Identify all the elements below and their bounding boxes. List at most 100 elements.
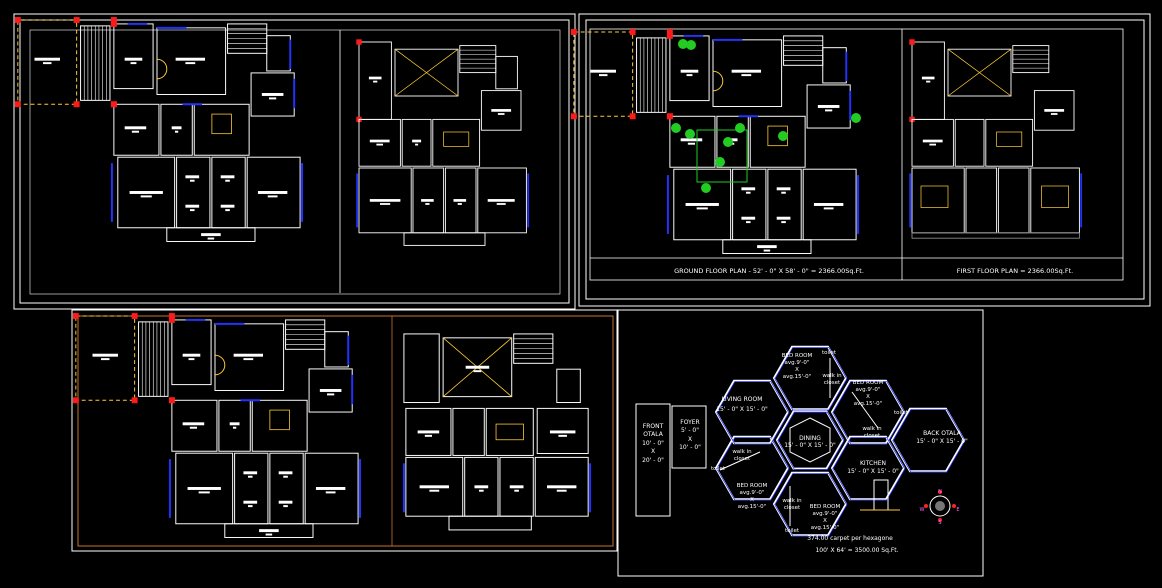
room-label-bar: [926, 80, 931, 83]
bedroom-top-label: BED ROOM avg.9'-0" X avg.15'-0": [782, 353, 813, 380]
column-marker: [73, 17, 80, 23]
svg-text:avg.15'-0": avg.15'-0": [783, 374, 811, 380]
door-swing: [712, 80, 724, 92]
room-wall: [176, 156, 211, 229]
room-wall: [218, 399, 251, 452]
room-label-bar: [491, 109, 512, 112]
room-label-bar: [412, 139, 422, 143]
svg-text:X: X: [750, 497, 754, 503]
room-label-bar: [680, 69, 699, 73]
room-label-bar: [376, 143, 383, 146]
floor-plan-upper: [356, 39, 530, 246]
room-label-bar: [1044, 109, 1065, 112]
column-marker: [14, 101, 21, 108]
svg-text:walk in: walk in: [822, 373, 842, 379]
room-label-bar: [42, 62, 52, 65]
room-label-bar: [124, 57, 143, 61]
walk-in-closet-labels: walk in closet walk in closet walk in cl…: [732, 373, 882, 511]
room-wall: [477, 167, 527, 234]
room-label-bar: [696, 207, 708, 210]
door-swing: [156, 68, 168, 80]
porch-outline: [573, 31, 634, 117]
room-label-bar: [259, 529, 279, 533]
room-label-bar: [188, 358, 195, 361]
balcony: [166, 227, 256, 242]
room-label-bar: [813, 203, 844, 206]
room-label-bar: [1050, 113, 1058, 115]
room-label-bar: [225, 209, 230, 212]
toilet-labels: toilet toilet toilet toilet: [711, 350, 909, 534]
room-wall: [767, 168, 802, 241]
room-label-bar: [558, 434, 567, 437]
room-label-bar: [269, 97, 277, 100]
sheet2-outer-frame: [578, 13, 1151, 307]
svg-text:FOYER: FOYER: [680, 419, 699, 426]
room-label-bar: [265, 533, 273, 536]
column-marker: [73, 101, 80, 108]
room-wall: [452, 407, 485, 456]
room-label-bar: [685, 203, 719, 206]
kitchen-counter: [873, 479, 889, 511]
room-wall: [266, 35, 291, 72]
svg-text:20' - 0": 20' - 0": [642, 457, 664, 464]
room-label-bar: [267, 195, 278, 198]
room-wall: [556, 368, 581, 404]
back-otala-label: BACK OTALA 15' - 0" X 15' - 0": [916, 430, 968, 445]
room-label-bar: [278, 500, 293, 504]
foyer-label: FOYER 5' - 0" X 10' - 0": [679, 419, 701, 451]
room-label-bar: [590, 69, 616, 73]
bedroom-right-hex: [830, 379, 906, 445]
kitchen-hex: [830, 435, 906, 501]
room-label-bar: [727, 138, 738, 142]
open-to-sky: [947, 48, 1012, 97]
room-wall: [911, 167, 965, 234]
room-wall: [304, 452, 359, 525]
room-wall: [175, 452, 234, 525]
column-marker: [131, 313, 138, 319]
room-label-bar: [130, 62, 137, 65]
room-label-bar: [731, 69, 762, 73]
bedroom-top-hex-window: [774, 347, 848, 411]
dining-label: DINING 15' - 0" X 15' - 0": [784, 435, 836, 449]
room-wall: [432, 118, 481, 167]
room-wall: [732, 168, 767, 241]
room-label-bar: [243, 471, 258, 475]
svg-text:FRONT: FRONT: [643, 423, 664, 430]
room-wall: [669, 115, 716, 168]
room-label-bar: [261, 93, 284, 96]
bedroom-left-hex: [714, 435, 790, 501]
column-marker: [72, 313, 79, 319]
column-marker: [629, 29, 636, 35]
svg-text:X: X: [688, 436, 692, 443]
room-wall: [911, 41, 945, 120]
kitchen-label: KITCHEN 15' - 0" X 15' - 0": [847, 460, 899, 475]
room-label-bar: [182, 353, 201, 357]
room-wall: [113, 23, 154, 90]
svg-text:15' - 0" X 15' - 0": 15' - 0" X 15' - 0": [716, 406, 768, 413]
room-label-bar: [741, 187, 756, 191]
room-label-bar: [257, 191, 288, 194]
room-wall: [480, 90, 522, 131]
bedroom-bottom-label: BED ROOM avg.9'-0" X avg.15'-0": [810, 504, 841, 531]
column-marker: [666, 32, 673, 39]
room-wall: [117, 156, 176, 229]
room-label-bar: [319, 389, 342, 392]
room-label-bar: [92, 353, 118, 357]
svg-text:toilet: toilet: [785, 528, 800, 534]
room-label-bar: [283, 475, 288, 478]
room-wall: [997, 167, 1030, 234]
staircase: [285, 319, 326, 350]
svg-text:closet: closet: [864, 433, 881, 439]
room-wall: [251, 399, 308, 452]
svg-text:walk in: walk in: [782, 498, 802, 504]
carpet-area-note: 374.00 carpet per hexagone: [807, 535, 893, 542]
room-label-bar: [424, 434, 433, 437]
door-swing: [214, 364, 226, 376]
svg-text:BACK OTALA: BACK OTALA: [923, 430, 962, 437]
room-label-bar: [201, 233, 221, 237]
room-wall: [214, 323, 285, 391]
svg-text:W: W: [920, 507, 925, 513]
partition: [719, 451, 761, 471]
tree-icon: [671, 123, 681, 133]
svg-text:toilet: toilet: [711, 466, 726, 472]
